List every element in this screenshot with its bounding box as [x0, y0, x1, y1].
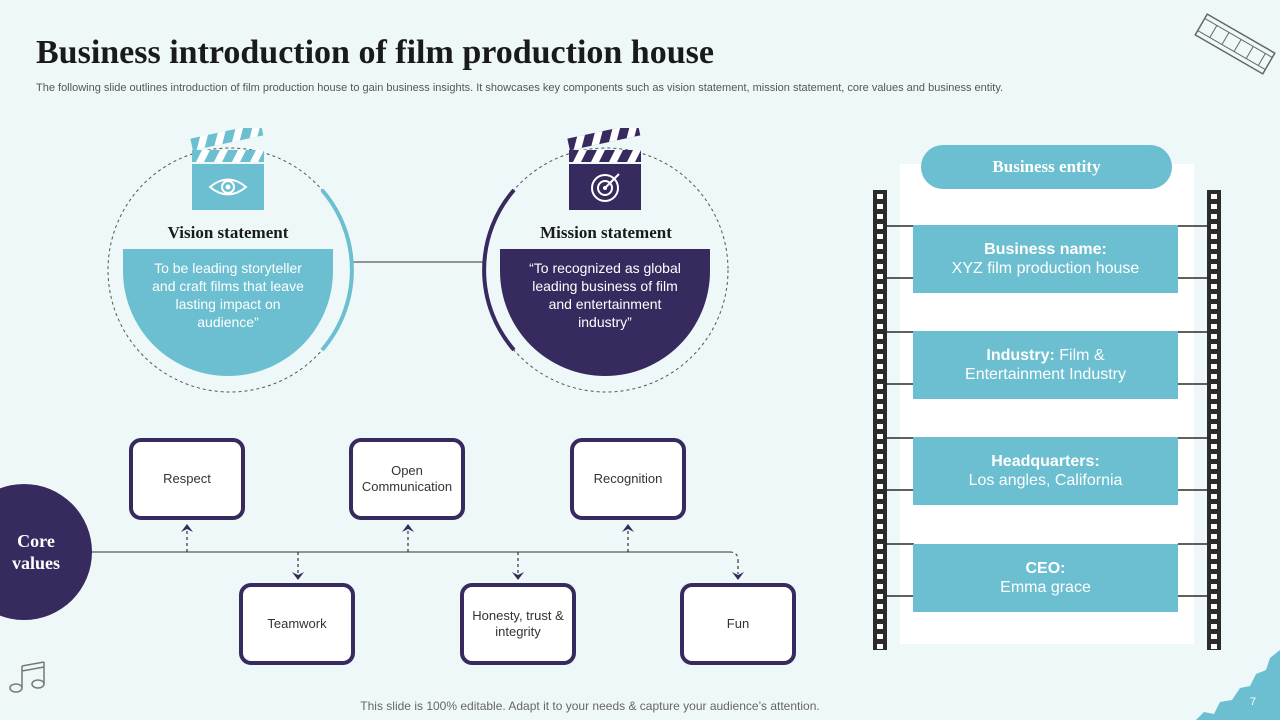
entity-label: Business name: — [984, 241, 1107, 258]
core-value-recognition: Recognition — [570, 438, 686, 520]
business-entity-title: Business entity — [921, 145, 1172, 189]
clapperboard-target-icon — [567, 128, 641, 210]
entity-industry: Industry: Film & Entertainment Industry — [913, 331, 1178, 399]
entity-label: CEO: — [1025, 560, 1066, 577]
footer-note: This slide is 100% editable. Adapt it to… — [360, 699, 820, 713]
core-values-label: Core values — [11, 531, 60, 573]
corner-decoration — [1196, 650, 1280, 720]
mission-title: Mission statement — [540, 223, 672, 242]
clapperboard-eye-icon — [190, 128, 264, 210]
entity-ceo: CEO: Emma grace — [913, 544, 1178, 612]
film-strip-border-left — [873, 190, 887, 650]
entity-value: Los angles, California — [968, 472, 1123, 489]
core-value-fun: Fun — [680, 583, 796, 665]
page-subtitle: The following slide outlines introductio… — [36, 82, 1004, 94]
entity-value: XYZ film production house — [951, 260, 1140, 277]
entity-connectors — [887, 225, 1207, 597]
entity-value: Emma grace — [1000, 579, 1091, 596]
film-strip-icon — [1194, 13, 1276, 75]
page-title: Business introduction of film production… — [36, 34, 714, 71]
entity-business-name: Business name: XYZ film production house — [913, 225, 1178, 293]
entity-label: Industry: — [986, 347, 1055, 364]
vision-title: Vision statement — [167, 223, 289, 242]
music-note-icon — [9, 661, 45, 693]
core-value-teamwork: Teamwork — [239, 583, 355, 665]
core-value-open-communication: Open Communication — [349, 438, 465, 520]
entity-label: Headquarters: — [991, 453, 1100, 470]
entity-headquarters: Headquarters: Los angles, California — [913, 437, 1178, 505]
core-value-respect: Respect — [129, 438, 245, 520]
page-number: 7 — [1250, 696, 1257, 708]
entity-value: Film & Entertainment Industry — [965, 347, 1126, 383]
core-value-honesty: Honesty, trust & integrity — [460, 583, 576, 665]
film-strip-border-right — [1207, 190, 1221, 650]
